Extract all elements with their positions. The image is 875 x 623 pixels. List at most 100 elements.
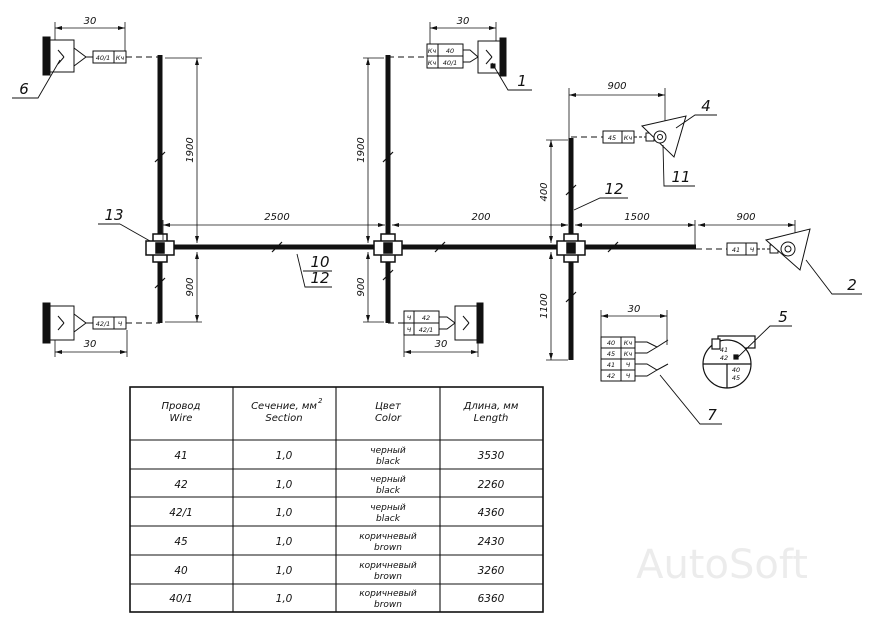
dimension-arrows — [55, 26, 795, 360]
dim-mid-trunk-down: 900 — [356, 277, 367, 296]
cell-section: 1,0 — [276, 565, 293, 577]
callout-12-main: 12 — [310, 269, 329, 287]
table-row: 42 1,0 черный black 2260 — [174, 475, 504, 496]
cell-color-ru: коричневый — [359, 532, 417, 542]
callout-13: 13 — [104, 206, 123, 224]
cell-color-ru: черный — [370, 503, 406, 513]
cell-length: 4360 — [478, 507, 505, 519]
connector-7-color-1: Кч — [624, 339, 633, 347]
connector-bl-flange — [42, 302, 51, 344]
dim-top-left-conn: 30 — [84, 16, 97, 27]
connector-5-pin-42: 42 — [720, 354, 728, 362]
callout-10: 10 — [310, 253, 329, 271]
dimension-lines — [54, 22, 796, 361]
cell-section: 1,0 — [276, 536, 293, 548]
header-length-en: Length — [474, 413, 509, 424]
dim-main-right: 1500 — [624, 212, 649, 223]
dim-right-trunk-down: 1100 — [539, 293, 550, 318]
watermark: AutoSoft — [636, 542, 808, 588]
cell-color-ru: черный — [370, 446, 406, 456]
cell-color-en: black — [376, 514, 401, 524]
break-marks — [154, 151, 619, 303]
connector-bm-color-a: Ч — [407, 314, 412, 322]
cell-length: 3530 — [478, 450, 505, 462]
connector-bm-wire-a: 42 — [422, 314, 430, 322]
connector-bm-wire-b: 42/1 — [419, 326, 434, 334]
header-section-en: Section — [265, 413, 302, 424]
connector-7: 40 Кч 45 Кч 41 Ч 42 Ч — [600, 336, 669, 382]
table-row: 40/1 1,0 коричневый brown 6360 — [169, 589, 504, 610]
dim-top-mid-conn: 30 — [457, 16, 470, 27]
connector-6-wire: 40/1 — [96, 54, 111, 62]
connector-4: 45 Кч — [602, 115, 687, 158]
connector-5-pin-41: 41 — [720, 346, 728, 354]
connector-7-color-2: Кч — [624, 350, 633, 358]
callout-5: 5 — [778, 308, 788, 326]
connector-6-tag — [92, 50, 127, 64]
connector-5: 41 42 40 45 — [702, 335, 756, 389]
connector-6-flange — [42, 36, 51, 76]
connector-7-color-3: Ч — [626, 361, 631, 369]
dim-conn7: 30 — [628, 304, 641, 315]
cell-length: 2260 — [478, 479, 505, 491]
callout-2: 2 — [847, 276, 857, 294]
callout-leaders — [12, 59, 862, 425]
callout-7: 7 — [707, 406, 717, 424]
connector-1-color-b: Кч — [428, 59, 437, 67]
callout-1: 1 — [517, 72, 527, 90]
connector-4-wire: 45 — [608, 134, 616, 142]
connector-bl-tag — [92, 316, 127, 330]
connector-2: 41 Ч — [726, 228, 811, 271]
cell-section: 1,0 — [276, 507, 293, 519]
cell-wire: 42/1 — [169, 507, 193, 519]
cell-color-ru: коричневый — [359, 561, 417, 571]
header-length-ru: Длина, мм — [463, 401, 519, 412]
connector-bl-color: Ч — [118, 320, 123, 328]
connector-6-color: Кч — [116, 54, 125, 62]
dim-main-mid: 200 — [471, 212, 490, 223]
connector-bl-body — [49, 305, 75, 341]
wires-dashed — [126, 56, 727, 324]
connector-1: Кч 40 Кч 40/1 — [426, 37, 507, 77]
cell-wire: 40 — [174, 565, 188, 577]
connector-bottom-left: 42/1 Ч — [42, 302, 127, 344]
connector-7-color-4: Ч — [626, 372, 631, 380]
header-wire-en: Wire — [170, 413, 193, 424]
cell-length: 6360 — [478, 593, 505, 605]
harness-trunks — [157, 55, 696, 360]
header-section-sup: 2 — [318, 397, 323, 405]
cell-wire: 41 — [174, 450, 187, 462]
callout-11: 11 — [671, 168, 690, 186]
connector-bottom-middle: Ч 42 Ч 42/1 — [403, 302, 484, 344]
table-row: 41 1,0 черный black 3530 — [174, 446, 504, 467]
cell-wire: 42 — [174, 479, 188, 491]
cell-length: 3260 — [478, 565, 505, 577]
wire-table: Провод Wire Сечение, мм 2 Section Цвет C… — [129, 386, 544, 613]
cell-color-en: brown — [374, 572, 402, 582]
dim-left-trunk-down: 900 — [185, 277, 196, 296]
cell-color-en: black — [376, 457, 401, 467]
cell-wire: 40/1 — [169, 593, 193, 605]
connector-2-color: Ч — [750, 246, 755, 254]
connector-bm-color-b: Ч — [407, 326, 412, 334]
connector-bl-wire: 42/1 — [96, 320, 111, 328]
connector-1-wire-a: 40 — [446, 47, 454, 55]
cell-section: 1,0 — [276, 450, 293, 462]
dim-bottom-mid-conn: 30 — [435, 339, 448, 350]
connector-1-color-a: Кч — [428, 47, 437, 55]
dim-main-left: 2500 — [264, 212, 289, 223]
header-section-ru: Сечение, мм — [251, 401, 317, 412]
connector-7-wire-2: 45 — [607, 350, 615, 358]
junction-right — [556, 233, 586, 263]
connector-4-color: Кч — [624, 134, 633, 142]
connector-1-wire-b: 40/1 — [443, 59, 458, 67]
cell-color-en: brown — [374, 600, 402, 610]
connector-6-body — [49, 39, 75, 73]
callout-6: 6 — [19, 80, 29, 98]
connector-2-wire: 41 — [732, 246, 740, 254]
dim-right-trunk-up: 400 — [539, 182, 550, 201]
dimension-texts: 30 30 900 1900 1900 400 2500 200 1500 90… — [84, 16, 756, 350]
dim-top-right-offset: 900 — [607, 81, 626, 92]
table-row: 45 1,0 коричневый brown 2430 — [174, 532, 504, 553]
